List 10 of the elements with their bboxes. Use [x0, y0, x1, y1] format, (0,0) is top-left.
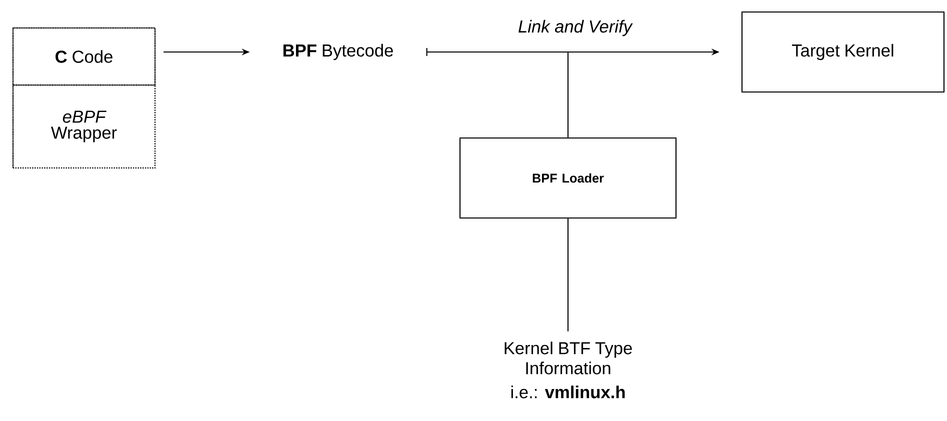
source-box: C Code [12, 27, 156, 86]
connector-line [567, 218, 569, 332]
loader-box: BPF Loader [459, 137, 677, 219]
connector-line [567, 52, 569, 138]
kernel-box: Target Kernel [741, 11, 945, 93]
bytecode-text: BPF Bytecode [283, 44, 393, 60]
code-group-box [12, 27, 156, 169]
edge-label: Link and Verify [516, 18, 634, 38]
wrapper-box: eBPF Wrapper [12, 84, 156, 168]
btf-info-text: Kernel BTF Type Information i.e.: vmlinux.h [504, 342, 632, 398]
